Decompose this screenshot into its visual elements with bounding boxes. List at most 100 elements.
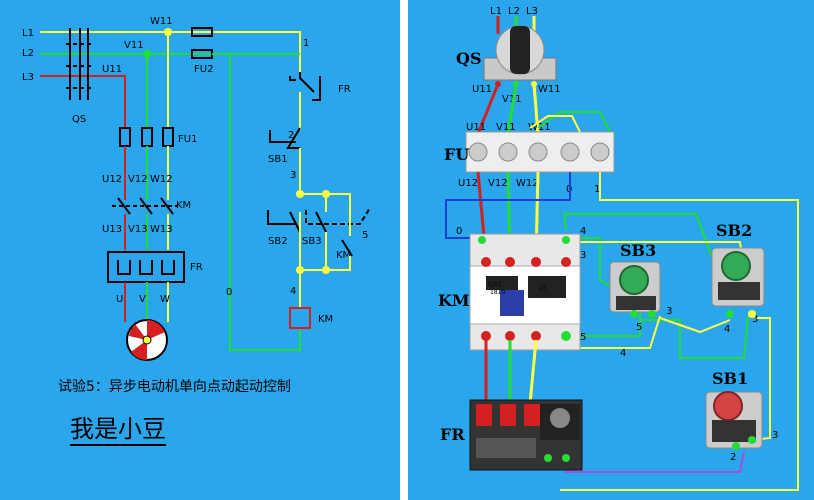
r-fuse-bot-u12: U12 — [458, 178, 478, 189]
r-node-1-top: 1 — [594, 184, 600, 195]
r-qs-out-w11: W11 — [538, 84, 561, 95]
km-aux-label: KM — [336, 250, 351, 261]
line-label-l2: L2 — [22, 48, 34, 59]
r-fuse-top-u11: U11 — [466, 122, 486, 133]
km-main-label: KM — [176, 200, 191, 211]
fr-contact-label: FR — [338, 84, 351, 95]
r-qs-out-u11: U11 — [472, 84, 492, 95]
control-wire-0 — [445, 172, 571, 239]
fu1-fuse-w — [162, 127, 174, 147]
r-node-3b: 3 — [666, 306, 672, 317]
fr-heater-box — [107, 251, 185, 283]
wire-label-w13: W13 — [150, 224, 173, 235]
motor-center — [142, 335, 152, 345]
wire-label-u11: U11 — [102, 64, 122, 75]
fu1-fuse-u — [119, 127, 131, 147]
sb1-push-button[interactable] — [705, 391, 763, 450]
line-label-l1: L1 — [22, 28, 34, 39]
overload-relay-fr — [469, 399, 583, 471]
sb1-label: SB1 — [268, 154, 288, 165]
junction-l2 — [143, 50, 151, 58]
fu1-label: FU1 — [178, 134, 197, 145]
contactor-model: CJX2 — [488, 281, 502, 288]
control-wire-1 — [560, 172, 799, 491]
r-line-l3: L3 — [526, 6, 538, 17]
r-node-3c: 3 — [752, 314, 758, 325]
contactor-km — [469, 233, 581, 351]
km-main-contacts — [112, 197, 178, 215]
r-node-4c: 4 — [724, 324, 730, 335]
wire-l3 — [40, 75, 126, 128]
km-coil — [289, 307, 311, 329]
contactor-aux: 10 — [538, 285, 546, 292]
fu1-fuse-v — [141, 127, 153, 147]
fu2-fuse-a — [191, 27, 213, 37]
wire-l1 — [40, 31, 301, 72]
r-fr-label: FR — [440, 425, 465, 444]
r-node-4a: 4 — [580, 226, 586, 237]
wire-label-v12: V12 — [128, 174, 148, 185]
node-3: 3 — [290, 170, 296, 181]
wire-label-v11: V11 — [124, 40, 144, 51]
sb2-label: SB2 — [268, 236, 288, 247]
control-return-wire — [212, 53, 301, 351]
sb3-button — [305, 207, 371, 225]
schematic: L1 L2 L3 QS W11 V11 U11 — [22, 16, 371, 361]
wire-label-u13: U13 — [102, 224, 122, 235]
qs-label: QS — [72, 114, 86, 125]
author-name: 我是小豆 — [70, 414, 166, 446]
r-node-4b: 4 — [620, 348, 626, 359]
fuse-block — [465, 131, 615, 173]
motor-segment-c — [129, 324, 147, 340]
node-1: 1 — [303, 38, 309, 49]
panel-separator — [400, 0, 408, 500]
r-fuse-bot-v12: V12 — [488, 178, 508, 189]
wire-label-u: U — [116, 294, 123, 305]
r-node-5a: 5 — [580, 332, 586, 343]
qs-rotary-switch — [483, 25, 557, 87]
node-4: 4 — [290, 286, 296, 297]
wiring: L1 L2 L3 QS U11 V11 W11 — [438, 6, 799, 491]
sb3-push-button[interactable] — [609, 261, 661, 318]
fr-nc-contact — [299, 72, 315, 93]
motor-segment-b — [131, 340, 147, 360]
wire-label-w11: W11 — [150, 16, 173, 27]
diagram-caption: 试验5：异步电动机单向点动起动控制 — [58, 379, 291, 395]
motor-segment-a — [147, 320, 165, 340]
fu2-label: FU2 — [194, 64, 213, 75]
r-line-l2: L2 — [508, 6, 520, 17]
fr-main-label: FR — [190, 262, 203, 273]
r-sb2-label: SB2 — [716, 221, 752, 240]
r-node-0: 0 — [456, 226, 462, 237]
r-km-label: KM — [438, 291, 470, 310]
r-node-2: 2 — [730, 452, 736, 463]
line-label-l3: L3 — [22, 72, 34, 83]
r-qs-out-v11: V11 — [502, 94, 522, 105]
wire-label-w12: W12 — [150, 174, 173, 185]
control-wire-2 — [565, 451, 745, 473]
sb3-label: SB3 — [302, 236, 322, 247]
node-2: 2 — [288, 130, 294, 141]
r-line-l1: L1 — [490, 6, 502, 17]
wire-label-w: W — [160, 294, 170, 305]
fr-heater-u — [117, 260, 131, 275]
fr-heater-v — [139, 260, 153, 275]
junction-l1 — [164, 28, 172, 36]
sb2-button — [267, 210, 296, 225]
r-sb1-label: SB1 — [712, 369, 748, 388]
sb1-button — [269, 130, 296, 143]
r-qs-label: QS — [456, 49, 482, 68]
node-0: 0 — [226, 287, 232, 298]
km-coil-label: KM — [318, 314, 333, 325]
qs-switch — [66, 28, 92, 100]
r-node-5b: 5 — [636, 322, 642, 333]
wire-label-v: V — [139, 294, 146, 305]
r-fuse-bot-w12: W12 — [516, 178, 539, 189]
r-sb3-label: SB3 — [620, 241, 656, 260]
r-fuse-top-v11: V11 — [496, 122, 516, 133]
r-node-3a: 3 — [580, 250, 586, 261]
sb2-push-button[interactable] — [711, 247, 765, 318]
r-fu-label: FU — [444, 145, 469, 164]
